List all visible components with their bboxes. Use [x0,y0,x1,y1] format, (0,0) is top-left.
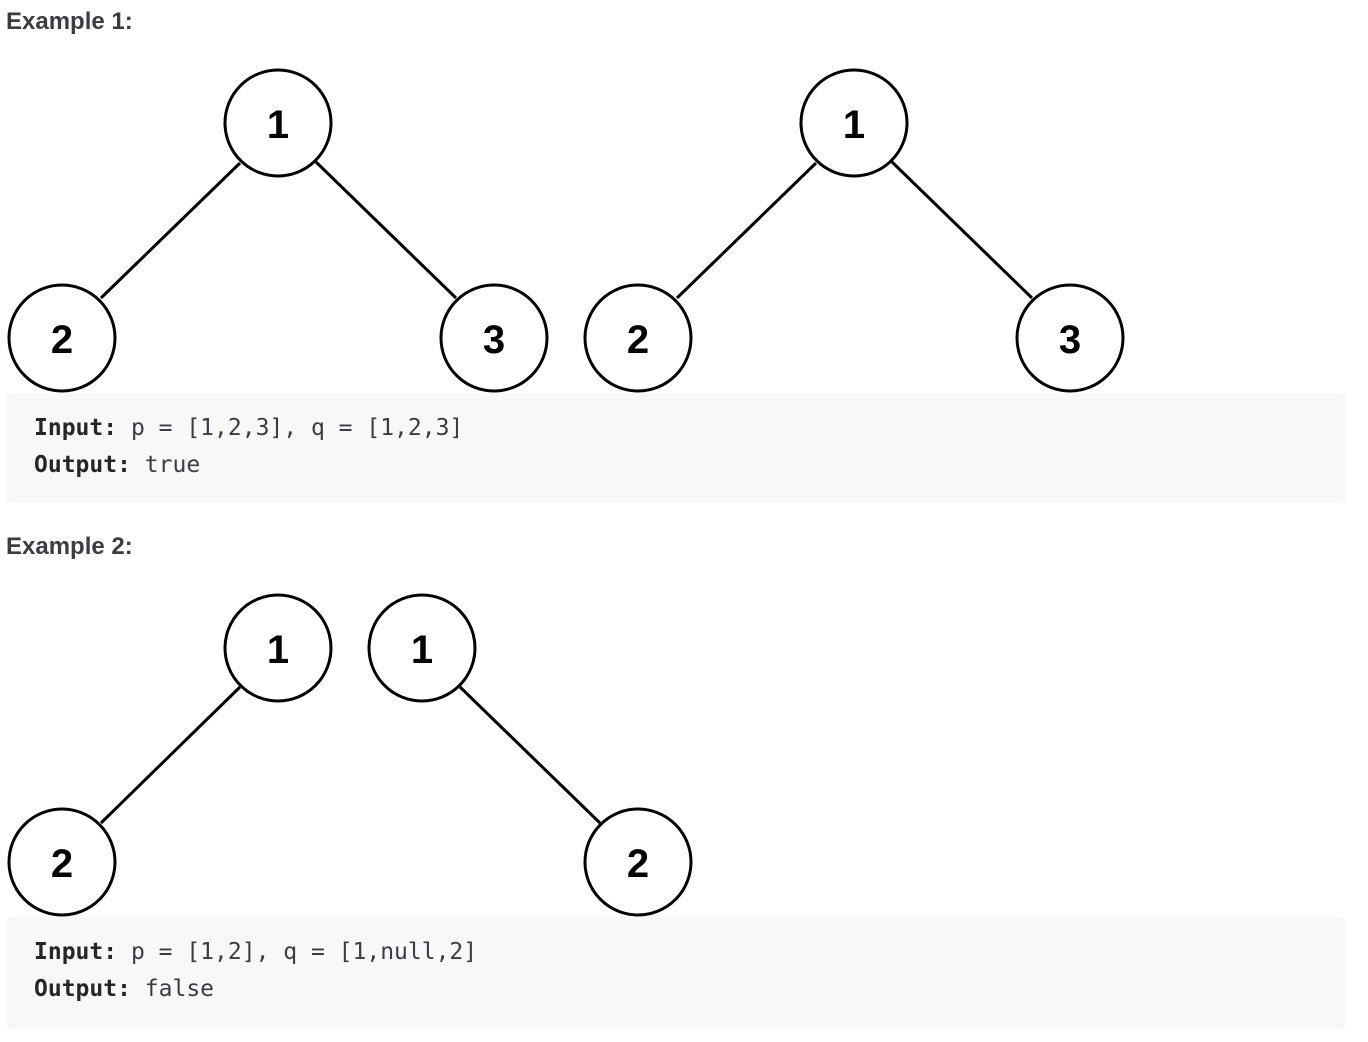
node-label: 2 [627,318,649,362]
tree-q: 1 2 3 [583,68,1125,393]
node-label: 1 [843,103,865,147]
node-label: 2 [51,318,73,362]
output-line: Output: true [34,447,1346,484]
tree-node: 2 [583,283,693,393]
node-label: 3 [483,318,505,362]
node-label: 1 [411,628,433,672]
output-line: Output: false [34,971,1346,1008]
tree-node: 1 [367,593,477,703]
edge-1-2 [458,685,602,825]
output-value: true [130,452,201,478]
tree-node: 2 [7,283,117,393]
edge-1-2 [99,161,242,300]
tree-p: 1 2 3 [7,68,549,393]
edge-1-3 [890,160,1034,300]
example-2-heading: Example 2: [6,533,133,560]
node-label: 1 [267,103,289,147]
tree-node: 3 [439,283,549,393]
output-label: Output: [34,452,131,478]
tree-node: 3 [1015,283,1125,393]
tree-node: 2 [583,807,693,917]
tree-node: 1 [223,68,333,178]
example-1-tree-diagram: 1 2 3 1 2 3 [7,68,1125,393]
input-label: Input: [34,939,118,965]
example-2-tree-diagram: 1 2 1 2 [7,593,693,917]
input-value: p = [1,2], q = [1,null,2] [117,939,478,965]
tree-q: 1 2 [367,593,693,917]
example-1-code-block: Input: p = [1,2,3], q = [1,2,3] Output: … [6,393,1346,503]
node-label: 3 [1059,318,1081,362]
tree-node: 1 [223,593,333,703]
node-label: 1 [267,628,289,672]
edge-1-3 [314,160,458,300]
input-label: Input: [34,415,118,441]
node-label: 2 [627,842,649,886]
output-value: false [130,976,215,1002]
input-value: p = [1,2,3], q = [1,2,3] [117,415,464,441]
input-line: Input: p = [1,2,3], q = [1,2,3] [34,410,1346,447]
edge-1-2 [675,161,818,300]
output-label: Output: [34,976,131,1002]
input-line: Input: p = [1,2], q = [1,null,2] [34,934,1346,971]
tree-node: 2 [7,807,117,917]
tree-p: 1 2 [7,593,333,917]
example-2-code-block: Input: p = [1,2], q = [1,null,2] Output:… [6,917,1346,1029]
edge-1-2 [99,685,242,825]
tree-node: 1 [799,68,909,178]
example-1-heading: Example 1: [6,8,133,35]
node-label: 2 [51,842,73,886]
